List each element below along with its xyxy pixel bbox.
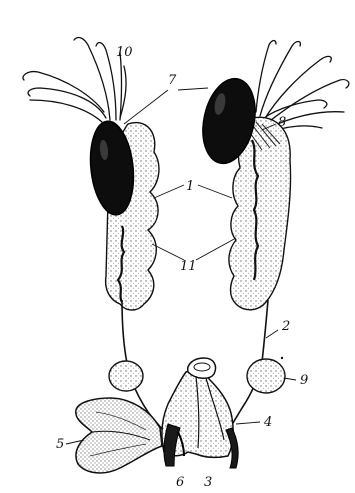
label-3: 3 xyxy=(204,475,212,490)
accessory-gland xyxy=(76,398,162,473)
label-4: 4 xyxy=(263,415,272,430)
label-2: 2 xyxy=(281,319,290,334)
label-6: 6 xyxy=(176,475,184,490)
label-7: 7 xyxy=(168,73,177,88)
left-tracheae xyxy=(23,38,126,122)
label-8: 8 xyxy=(278,115,286,130)
label-5: 5 xyxy=(56,437,64,452)
label-11: 11 xyxy=(180,259,197,274)
left-accessory-sac xyxy=(109,361,143,391)
label-1: 1 xyxy=(186,179,194,194)
right-tracheae xyxy=(256,41,349,132)
right-accessory-sac xyxy=(247,359,285,393)
label-10: 10 xyxy=(116,45,133,60)
label-9: 9 xyxy=(300,373,308,388)
